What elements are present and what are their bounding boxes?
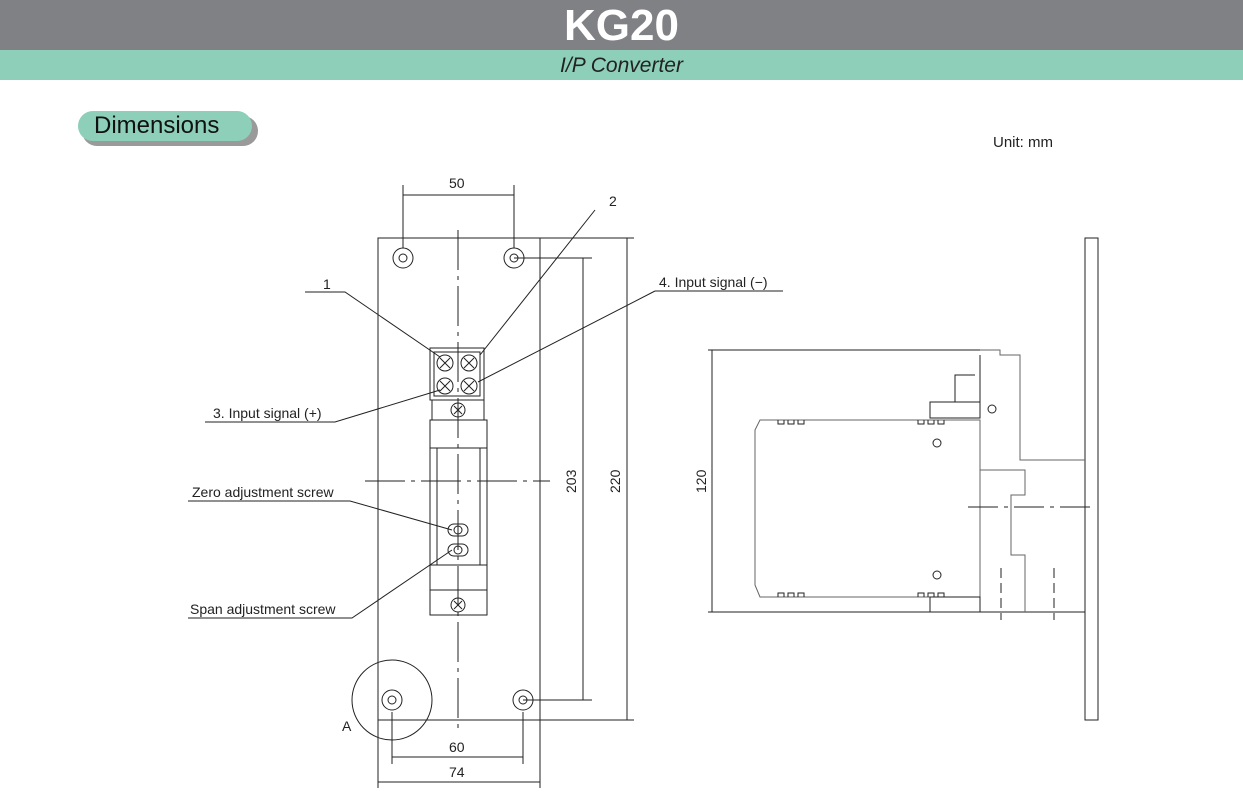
product-title: KG20 xyxy=(564,1,679,50)
side-view xyxy=(708,237,1099,721)
label-terminal-4: 4. Input signal (−) xyxy=(659,274,768,290)
dim-60: 60 xyxy=(449,739,465,755)
product-subtitle: I/P Converter xyxy=(560,54,683,77)
mounting-plate xyxy=(377,237,541,721)
label-zero-screw: Zero adjustment screw xyxy=(192,484,334,500)
dim-203: 203 xyxy=(563,469,579,493)
terminal-screws xyxy=(436,354,478,395)
dim-220: 220 xyxy=(607,469,623,493)
label-terminal-3: 3. Input signal (+) xyxy=(213,405,322,421)
unit-label: Unit: mm xyxy=(993,134,1053,151)
dim-50: 50 xyxy=(449,175,465,191)
section-title: Dimensions xyxy=(78,111,252,141)
subtitle-bar: I/P Converter xyxy=(0,50,1243,80)
front-view xyxy=(188,185,783,788)
module-body xyxy=(754,419,981,598)
header-bar: KG20 xyxy=(0,0,1243,50)
side-mounting-plate xyxy=(1084,237,1099,721)
span-screw xyxy=(447,543,469,557)
label-span-screw: Span adjustment screw xyxy=(190,601,336,617)
leader-lines xyxy=(188,209,783,619)
dimension-lines xyxy=(377,185,634,788)
dim-120-lines xyxy=(708,349,1085,613)
label-terminal-2: 2 xyxy=(609,193,617,209)
dim-74: 74 xyxy=(449,764,465,780)
converter-module xyxy=(429,347,488,616)
label-terminal-1: 1 xyxy=(323,276,331,292)
dim-120: 120 xyxy=(693,469,709,493)
zero-screw xyxy=(447,523,469,537)
label-detail-a: A xyxy=(342,718,352,734)
